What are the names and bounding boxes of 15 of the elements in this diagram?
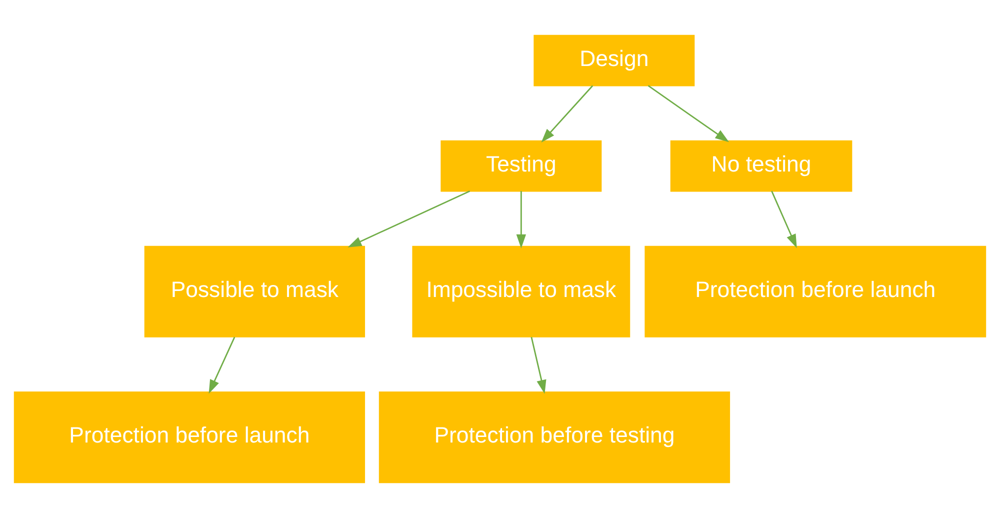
- arrow: [208, 336, 236, 394]
- node-box: Impossible to mask: [412, 245, 630, 337]
- arrow: [648, 84, 730, 142]
- arrow: [771, 190, 797, 248]
- node-box: Protection before testing: [378, 391, 730, 483]
- arrow: [516, 190, 526, 248]
- arrow: [530, 336, 546, 394]
- node-box: No testing: [670, 140, 852, 192]
- arrow: [541, 84, 594, 142]
- node-box: Protection before launch: [14, 391, 366, 483]
- node-box: Design: [534, 34, 695, 86]
- node-box: Testing: [440, 140, 602, 192]
- node-box: Possible to mask: [144, 245, 366, 337]
- arrow: [348, 190, 470, 247]
- node-box: Protection before launch: [644, 245, 986, 337]
